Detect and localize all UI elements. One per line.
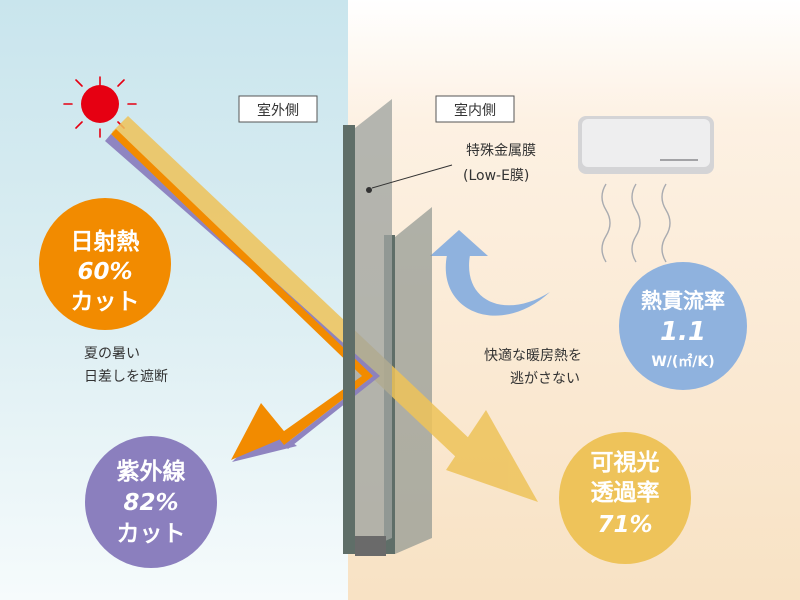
uv-cut: カット <box>117 521 186 547</box>
thermal-unit: W/(㎡/K) <box>651 353 714 370</box>
visible-light-value: 71% <box>597 512 652 538</box>
thermal-title: 熱貫流率 <box>641 289 725 313</box>
inner-glass-pane <box>395 207 432 554</box>
visible-light-subtitle: 透過率 <box>591 479 660 506</box>
sun-icon <box>63 76 137 138</box>
solar-heat-value: 60% <box>77 259 132 285</box>
solar-heat-title: 日射熱 <box>71 228 140 255</box>
air-conditioner-icon <box>578 116 714 174</box>
visible-light-badge: 可視光 透過率 71% <box>559 432 691 564</box>
thermal-badge: 熱貫流率 1.1 W/(㎡/K) <box>619 262 747 390</box>
summer-caption-line1: 夏の暑い <box>84 346 140 362</box>
uv-title: 紫外線 <box>117 458 186 485</box>
warm-air-waves <box>601 183 671 263</box>
uv-badge: 紫外線 82% カット <box>85 436 217 568</box>
thermal-value: 1.1 <box>660 317 706 347</box>
solar-heat-cut: カット <box>71 289 140 315</box>
solar-heat-badge: 日射熱 60% カット <box>39 198 171 330</box>
coating-label-line1: 特殊金属膜 <box>466 143 536 159</box>
heat-retained-arrow <box>430 230 550 316</box>
indoor-label-box <box>435 95 515 123</box>
outdoor-label-box <box>238 95 318 123</box>
spacer-block <box>355 536 386 556</box>
outer-glass-frame <box>343 125 355 554</box>
summer-caption-line2: 日差しを遮断 <box>84 369 168 385</box>
warm-caption-line2: 逃がさない <box>510 371 580 387</box>
uv-value: 82% <box>123 490 178 516</box>
outdoor-label: 室外側 <box>257 102 299 119</box>
solar-heat-beam <box>111 129 373 460</box>
visible-light-title: 可視光 <box>591 450 660 476</box>
outer-glass-pane <box>355 99 392 554</box>
coating-label-line2: (Low-E膜) <box>463 168 529 184</box>
indoor-label: 室内側 <box>454 102 496 119</box>
low-e-coating-leader <box>366 164 453 193</box>
warm-caption-line1: 快適な暖房熱を <box>484 347 582 364</box>
